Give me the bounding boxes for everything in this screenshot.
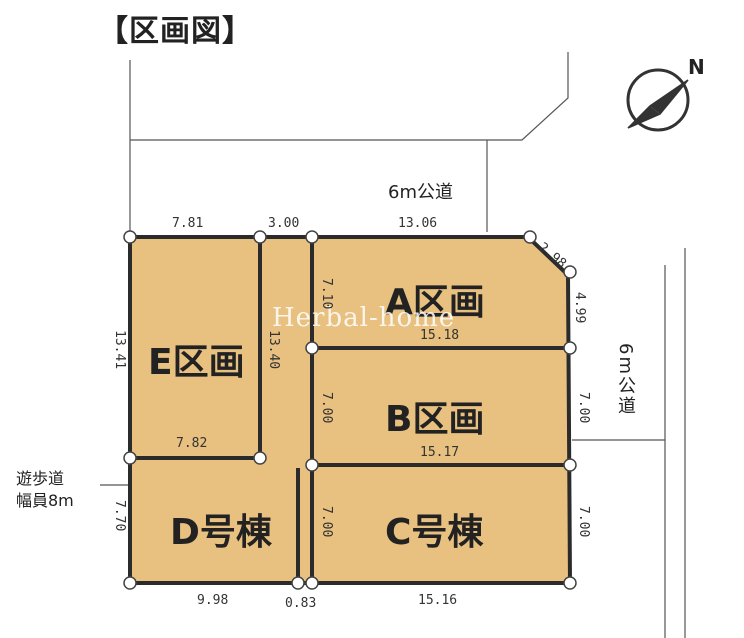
boundary-marker — [523, 230, 537, 244]
boundary-marker — [305, 341, 319, 355]
dim-b-bottom: 15.17 — [420, 445, 460, 460]
lot-d-label: D号棟 — [170, 512, 272, 553]
lot-b-label: B区画 — [385, 399, 485, 440]
watermark: Herbal-home — [272, 303, 456, 333]
dim-e-right: 13.40 — [266, 330, 281, 370]
dim-b-left: 7.00 — [319, 392, 334, 424]
boundary-marker — [291, 576, 305, 590]
walkway-label: 遊歩道 幅員8m — [16, 468, 74, 512]
site-parcels — [130, 237, 570, 583]
dim-b-right: 7.00 — [576, 392, 591, 424]
north-label: N — [688, 55, 705, 79]
north-road-upper-edge — [130, 52, 569, 141]
dim-a-left: 7.10 — [319, 278, 334, 310]
boundary-marker — [123, 576, 137, 590]
boundary-marker — [253, 230, 267, 244]
boundary-marker — [123, 451, 137, 465]
north-arrow-icon — [626, 68, 690, 132]
walkway-label-line2: 幅員8m — [16, 491, 74, 510]
dim-top-gap: 3.00 — [268, 216, 300, 231]
north-road-label: 6m公道 — [388, 182, 453, 203]
dim-c-left: 7.00 — [319, 506, 334, 538]
lot-e-label: E区画 — [148, 342, 245, 383]
dim-c-bottom: 15.16 — [418, 593, 458, 608]
boundary-marker — [123, 230, 137, 244]
dim-e-bottom: 7.82 — [176, 436, 208, 451]
east-road-label: 6m公道 — [615, 343, 636, 416]
dim-e-left: 13.41 — [112, 330, 127, 370]
lot-c-label: C号棟 — [385, 512, 484, 553]
boundary-marker — [253, 451, 267, 465]
boundary-marker — [305, 230, 319, 244]
dim-top-a: 13.06 — [398, 216, 438, 231]
boundary-marker — [563, 458, 577, 472]
dim-a-right: 4.99 — [572, 292, 587, 324]
site-outline — [128, 235, 572, 585]
boundary-marker — [563, 576, 577, 590]
lot-a-label: A区画 — [385, 282, 485, 323]
boundary-marker — [305, 576, 319, 590]
boundary-marker — [305, 458, 319, 472]
dim-c-right: 7.00 — [576, 506, 591, 538]
dim-top-e: 7.81 — [172, 216, 204, 231]
page-title: 【区画図】 — [98, 14, 253, 49]
dim-a-bottom: 15.18 — [420, 328, 460, 343]
dim-gap-bottom: 0.83 — [285, 596, 317, 611]
boundary-marker — [563, 265, 577, 279]
walkway-label-line1: 遊歩道 — [16, 469, 65, 488]
dim-d-bottom: 9.98 — [197, 593, 229, 608]
boundary-marker — [563, 341, 577, 355]
dim-d-left: 7.70 — [112, 500, 127, 532]
